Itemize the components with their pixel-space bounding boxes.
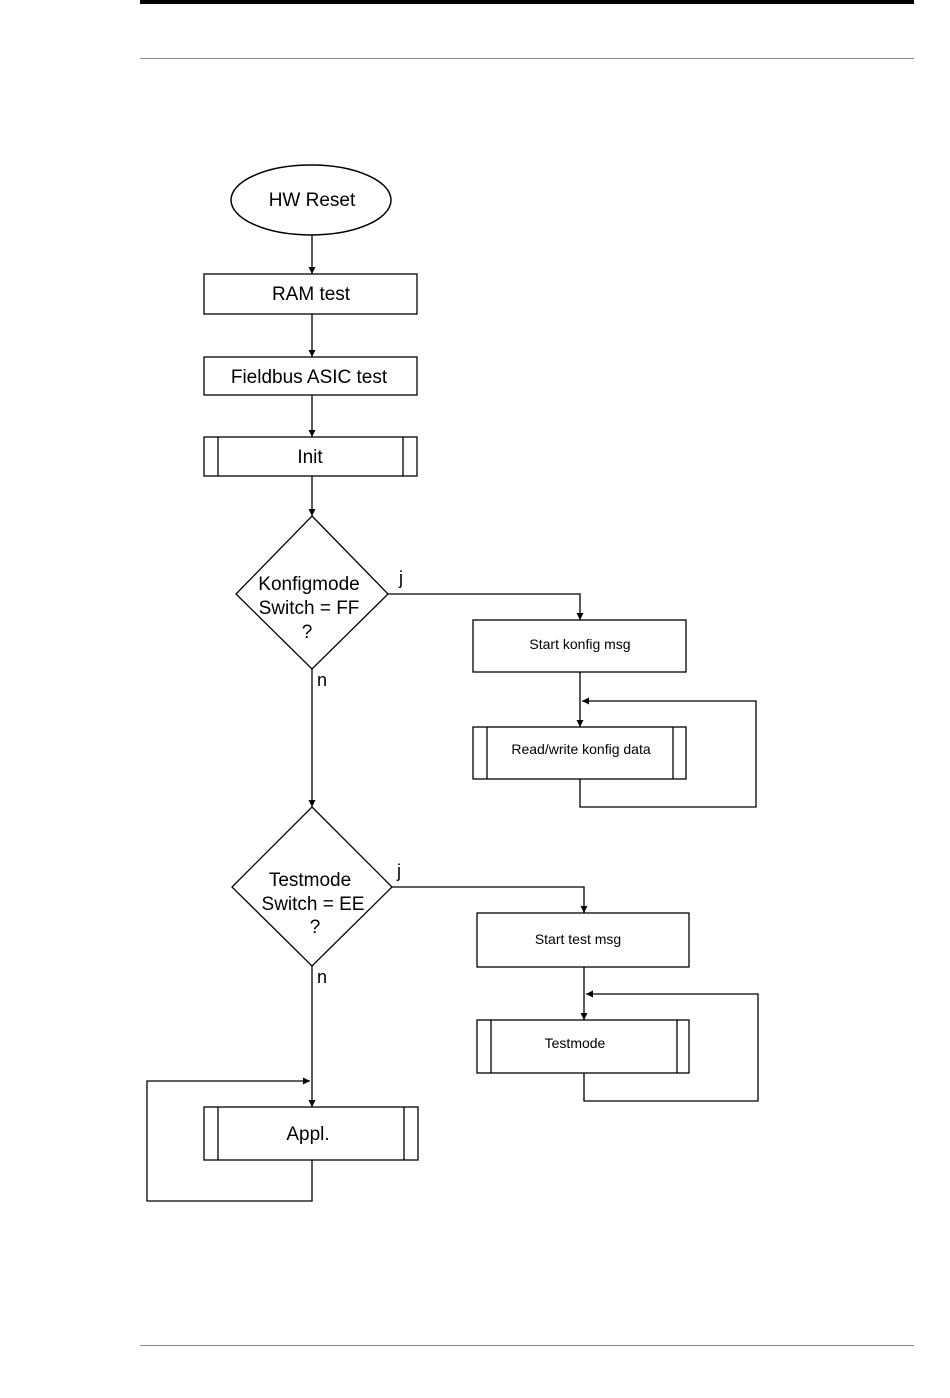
- connector-konfig-yes: [388, 594, 580, 620]
- konfigmode-decision-line-1: Konfigmode: [258, 574, 359, 595]
- ram-test-label: RAM test: [272, 284, 351, 305]
- read-write-konfig-data-label: Read/write konfig data: [511, 741, 651, 757]
- testmode-yes-label: j: [396, 861, 401, 881]
- footer-rule-thin: [140, 1345, 914, 1346]
- konfigmode-decision-line-3: ?: [302, 622, 313, 643]
- fieldbus-asic-test-label: Fieldbus ASIC test: [231, 367, 388, 388]
- testmode-decision-line-1: Testmode: [269, 870, 351, 891]
- hw-reset-label: HW Reset: [269, 190, 356, 211]
- testmode-no-label: n: [317, 967, 327, 987]
- testmode-decision-line-2: Switch = EE: [262, 894, 365, 915]
- connector-test-yes: [392, 887, 584, 913]
- konfigmode-yes-label: j: [398, 568, 403, 588]
- testmode-label: Testmode: [545, 1035, 606, 1051]
- start-test-msg-label: Start test msg: [535, 931, 621, 947]
- testmode-decision-line-3: ?: [310, 917, 321, 938]
- connector-testmode-loop: [584, 994, 758, 1101]
- init-label: Init: [297, 447, 323, 468]
- appl-label: Appl.: [286, 1124, 329, 1145]
- konfigmode-decision-line-2: Switch = FF: [259, 598, 360, 619]
- start-konfig-msg-label: Start konfig msg: [529, 636, 630, 652]
- konfigmode-no-label: n: [317, 670, 327, 690]
